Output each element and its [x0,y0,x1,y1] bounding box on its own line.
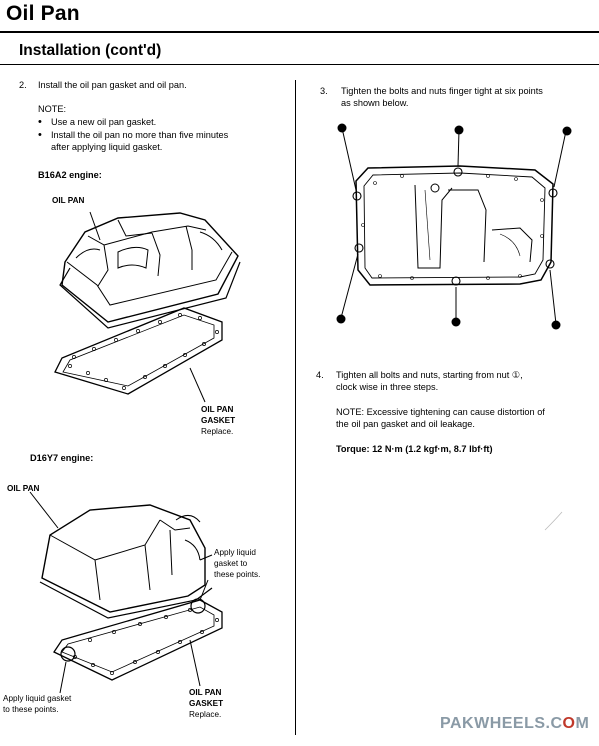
d16y7-gasket-illustration [53,579,223,694]
torque-spec: Torque: 12 N·m (1.2 kgf·m, 8.7 lbf·ft) [336,444,493,454]
d16y7-oil-pan-illustration [29,491,213,619]
column-divider [295,80,296,735]
d16y7-oil-pan-label: OIL PAN [7,484,40,493]
d16y7-gasket-label: OIL PAN [189,688,222,697]
apply-right-3: these points. [214,570,261,579]
stray-mark [544,511,563,531]
gasket-bolt-holes [68,313,219,390]
b16a2-gasket-illustration [54,307,223,403]
watermark-accent: O [562,715,576,732]
step-3-line2: as shown below. [341,98,409,108]
step-2-notes: Use a new oil pan gasket. Install the oi… [38,116,288,154]
d16y7-heading: D16Y7 engine: [30,453,94,463]
step-4-note2: the oil pan gasket and oil leakage. [336,419,475,429]
note-continuation: after applying liquid gasket. [51,142,163,152]
b16a2-oil-pan-illustration [59,211,241,329]
page-title: Oil Pan [6,2,80,25]
apply-right-1: Apply liquid [214,548,256,557]
step-4-line1: Tighten all bolts and nuts, starting fro… [336,370,523,380]
d16y7-gasket-label2: GASKET [189,699,224,708]
note-item: Use a new oil pan gasket. [38,116,288,129]
step-4-line2: clock wise in three steps. [336,382,439,392]
step-2-number: 2. [19,80,27,90]
header-rule [0,31,599,33]
step-3-line1: Tighten the bolts and nuts finger tight … [341,86,543,96]
b16a2-oil-pan-label: OIL PAN [52,196,85,205]
watermark-logo: PAKWHEELS.COM [440,715,589,733]
section-rule [0,64,599,65]
step-3-number: 3. [320,86,328,96]
step-4-number: 4. [316,370,324,380]
note-item: Install the oil pan no more than five mi… [38,129,288,142]
b16a2-heading: B16A2 engine: [38,170,102,180]
apply-right-2: gasket to [214,559,248,568]
watermark-text-end: M [575,715,590,732]
section-title: Installation (cont'd) [19,42,162,59]
step-3-pan-diagram [336,123,572,330]
b16a2-gasket-label2: GASKET [201,416,236,425]
apply-left-1: Apply liquid gasket [3,694,72,703]
d16y7-replace: Replace. [189,710,222,719]
step-4-note1: NOTE: Excessive tightening can cause dis… [336,407,545,417]
b16a2-gasket-label: OIL PAN [201,405,234,414]
b16a2-replace: Replace. [201,427,234,436]
watermark-text: PAKWHEELS.C [440,715,563,732]
step-2-note-label: NOTE: [38,104,67,114]
step-2-text: Install the oil pan gasket and oil pan. [38,80,187,90]
apply-left-2: to these points. [3,705,59,714]
